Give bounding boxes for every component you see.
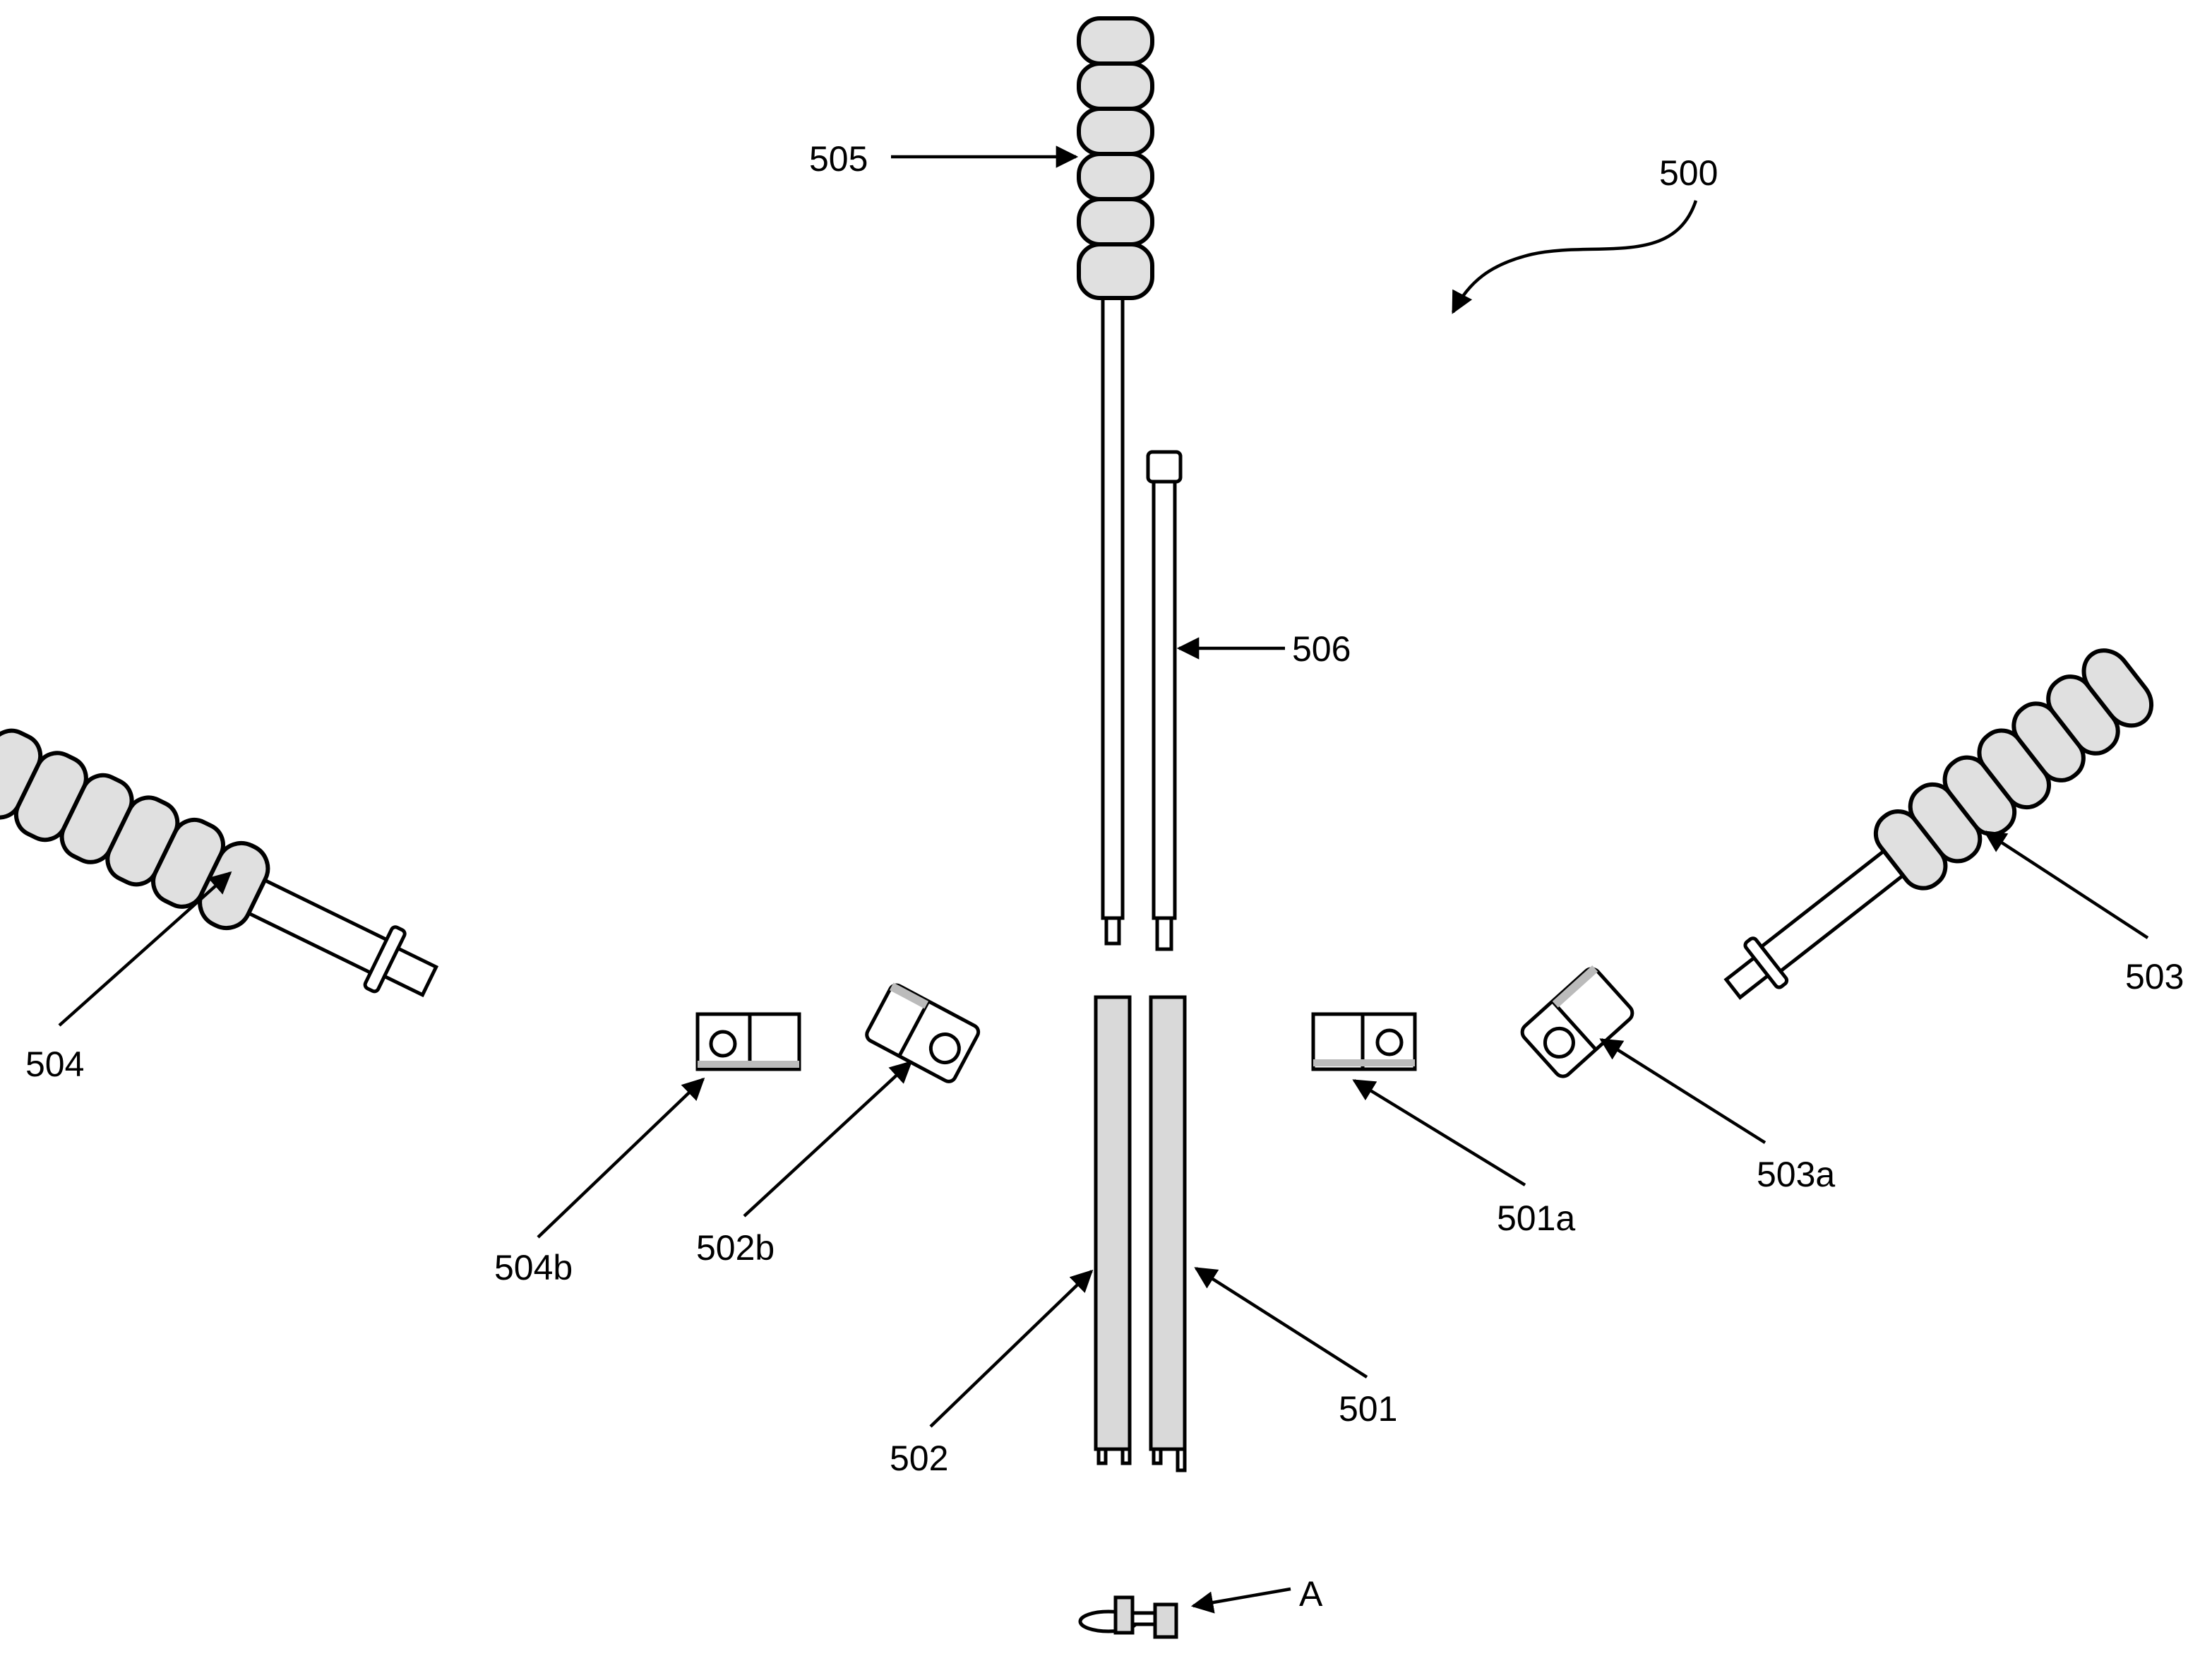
detail-A [1078,1595,1178,1639]
bar-501 [1149,995,1187,1472]
leader-501 [1194,1267,1368,1379]
pin-506 [1146,450,1183,951]
block-503a [1520,965,1634,1078]
tool-504 [0,728,439,998]
label-505: 505 [809,139,868,179]
label-A: A [1299,1574,1323,1614]
label-502: 502 [890,1439,948,1478]
leader-504b [537,1077,705,1239]
block-504b [695,1012,801,1071]
tool-505-shaft [1101,294,1125,920]
leader-503 [1983,830,2149,939]
block-501a [1311,1012,1417,1071]
label-503: 503 [2125,957,2184,996]
label-503a: 503a [1757,1155,1835,1194]
label-506: 506 [1292,629,1351,669]
bar-502 [1094,995,1132,1465]
leader-501a [1352,1079,1526,1186]
tool-505-handle [1077,16,1154,300]
leader-503a [1599,1038,1766,1144]
leader-502b [743,1060,913,1218]
label-504: 504 [25,1044,84,1084]
leader-502 [929,1269,1094,1428]
label-501: 501 [1339,1389,1397,1429]
tool-505 [1077,16,1154,946]
leader-504 [58,871,232,1027]
leader-500 [1452,200,1698,314]
label-501a: 501a [1497,1198,1575,1238]
tool-503 [1723,648,2154,1000]
label-502b: 502b [696,1228,775,1268]
label-504b: 504b [494,1248,573,1287]
label-500: 500 [1659,153,1718,193]
leader-A [1190,1587,1291,1614]
block-502b [865,982,981,1083]
